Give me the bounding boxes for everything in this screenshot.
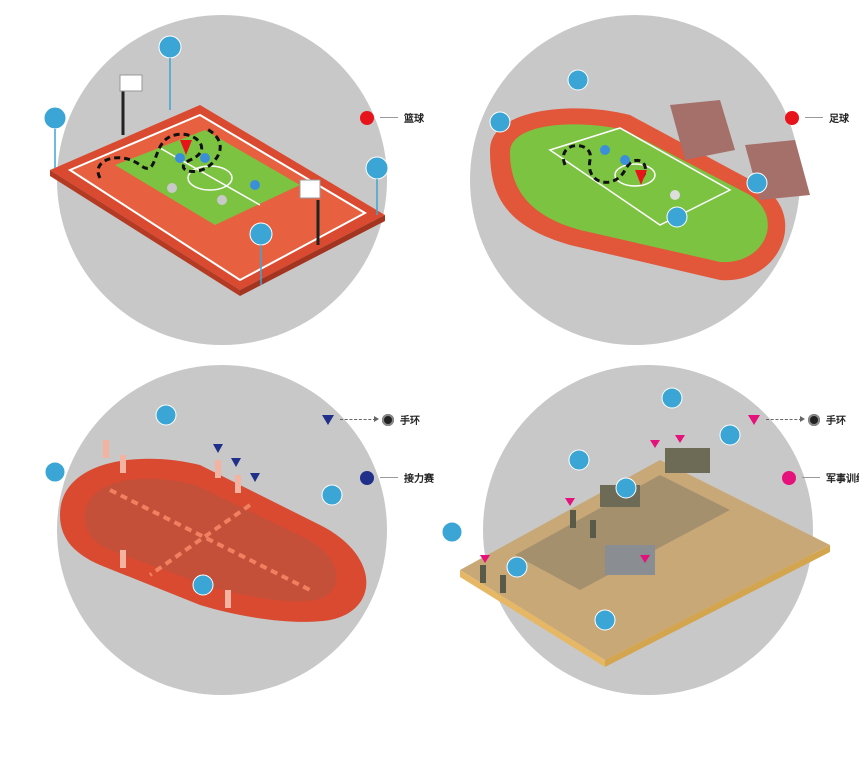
magenta-dot-icon — [782, 470, 796, 485]
navy-dot-icon — [360, 470, 374, 485]
legend-label-military: 军事训练 — [826, 474, 859, 485]
legend-label-band: 手环 — [400, 416, 420, 427]
wristband-icon — [382, 413, 394, 426]
basketball-panel: 篮球 — [0, 0, 430, 360]
wristband-icon — [808, 413, 820, 426]
hoop-left-icon — [119, 74, 143, 92]
legend-connector — [802, 477, 820, 478]
legend-label-relay: 接力赛 — [404, 474, 434, 485]
red-dot-icon — [785, 110, 799, 125]
legend-label-football: 足球 — [829, 114, 849, 125]
military-vehicle — [665, 448, 710, 473]
legend-connector — [380, 117, 398, 118]
red-dot-icon — [360, 110, 374, 125]
football-dashed-path — [561, 144, 647, 184]
sensor-icon — [44, 404, 343, 596]
sensor-icon — [441, 387, 741, 631]
legend-label-band: 手环 — [826, 416, 846, 427]
sensor-icon — [489, 69, 768, 228]
military-marker-icon — [480, 435, 685, 563]
sensor-icon — [43, 35, 389, 246]
hoop-right-icon — [299, 179, 321, 199]
football-scene — [470, 15, 810, 345]
legend-label-basketball: 篮球 — [404, 114, 424, 125]
legend-connector — [805, 117, 823, 118]
arrow-connector — [766, 416, 805, 422]
football-panel: 足球 — [430, 0, 859, 360]
relay-panel: 手环 接力赛 — [0, 360, 434, 773]
relay-marker-icon — [213, 444, 260, 482]
military-panel: 手环 军事训练 — [430, 360, 859, 773]
football-marker-icon — [635, 170, 647, 185]
basketball-legend: 篮球 — [360, 110, 424, 125]
stands-left — [670, 100, 735, 160]
basketball-dashed-path — [96, 126, 222, 179]
basketball-scene — [43, 15, 389, 345]
basketball-marker-icon — [180, 140, 192, 155]
military-legend: 军事训练 — [782, 470, 859, 485]
arrow-connector — [340, 416, 379, 422]
military-building — [605, 545, 655, 575]
triangle-marker-icon — [748, 414, 760, 425]
relay-band-legend: 手环 — [322, 412, 420, 427]
football-legend: 足球 — [785, 110, 849, 125]
military-scene — [441, 365, 830, 695]
military-band-legend: 手环 — [748, 412, 846, 427]
triangle-marker-icon — [322, 414, 334, 425]
relay-scene — [44, 365, 387, 695]
relay-legend: 接力赛 — [360, 470, 434, 485]
legend-connector — [380, 477, 398, 478]
